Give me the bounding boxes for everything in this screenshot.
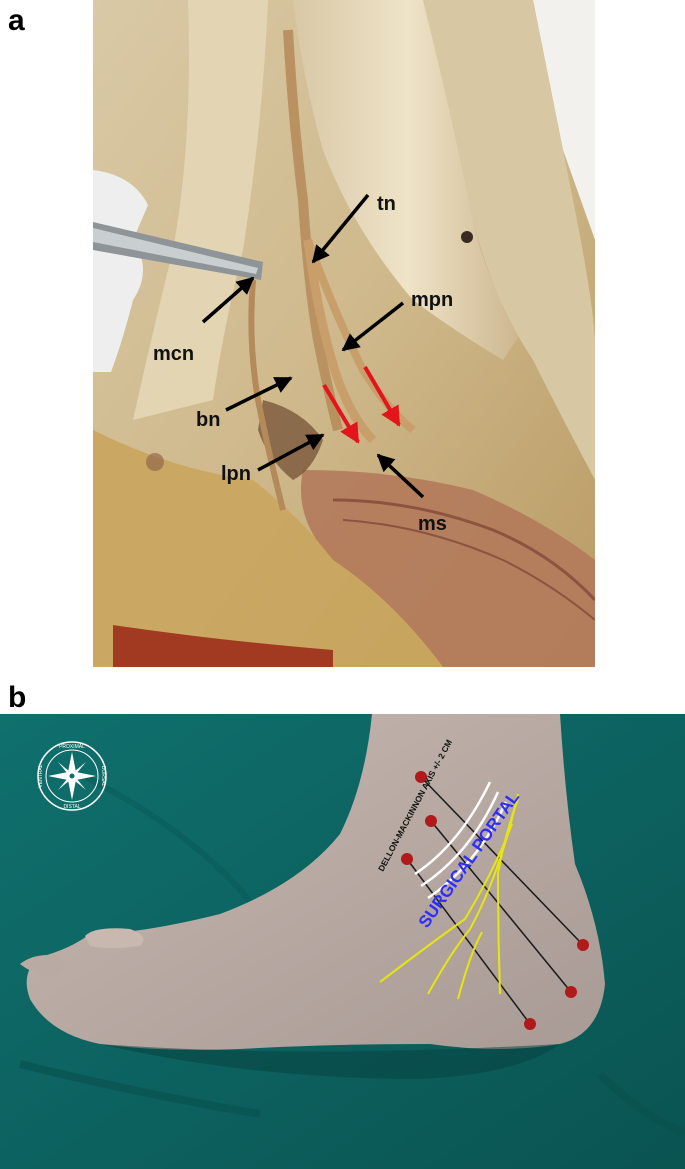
arrow-mcn (201, 276, 255, 324)
compass-proximal-label: PROXIMAL (59, 744, 85, 750)
arrow-bn (225, 376, 293, 412)
label-tn: tn (377, 193, 396, 215)
toe (85, 928, 144, 948)
compass-distal-label: DISTAL (63, 804, 80, 810)
red-arrow-2 (363, 365, 401, 427)
label-ms: ms (418, 513, 447, 535)
compass-logo: PROXIMAL DISTAL VENTRAL DORSAL (37, 741, 107, 811)
arrow-lpn (257, 433, 325, 472)
axis-lines (406, 776, 584, 1025)
arrow-ms (376, 453, 425, 499)
compass-dorsal-label: DORSAL (100, 766, 106, 787)
red-arrow-1 (322, 383, 360, 444)
compass-ventral-label: VENTRAL (38, 764, 44, 787)
panel-a-letter: a (8, 4, 25, 37)
label-bn: bn (196, 409, 220, 431)
marker-dots (401, 771, 589, 1030)
glove (93, 170, 148, 372)
dellon-mackinnon-axis-lines (414, 781, 508, 900)
foot (26, 714, 605, 1050)
arrow-mpn (341, 301, 405, 352)
label-mcn: mcn (153, 343, 194, 365)
label-lpn: lpn (221, 463, 251, 485)
arrow-tn (311, 193, 370, 264)
nerve-lines (379, 793, 519, 1000)
panel-a-dissection-photo: tn mpn mcn bn lpn ms (93, 0, 595, 667)
panel-b-letter: b (8, 681, 27, 714)
panel-b-foot-photo: PROXIMAL DISTAL VENTRAL DORSAL DELLON-MA… (0, 714, 685, 1169)
label-mpn: mpn (411, 289, 453, 311)
